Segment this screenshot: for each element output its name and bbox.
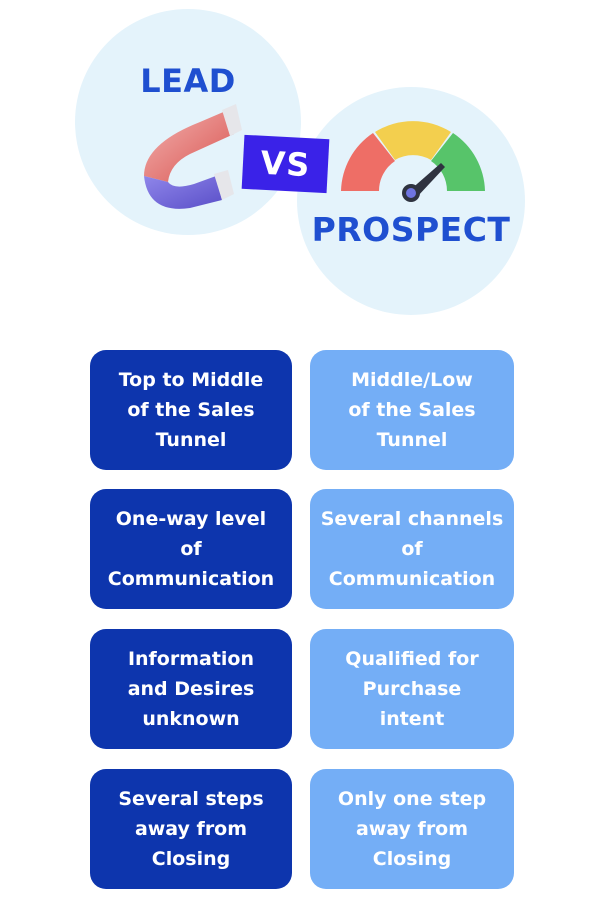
gauge-icon: [341, 121, 485, 202]
lead-card-1-text: Top to Middle of the Sales Tunnel: [118, 369, 264, 451]
prospect-card-4: Only one step away from Closing: [310, 769, 514, 889]
lead-card-2-text: One-way level of Communication: [107, 508, 275, 590]
prospect-card-2-text: Several channels of Communication: [320, 508, 504, 590]
lead-card-4: Several steps away from Closing: [90, 769, 292, 889]
lead-card-2: One-way level of Communication: [90, 489, 292, 609]
prospect-card-4-text: Only one step away from Closing: [337, 788, 487, 870]
lead-card-3: Information and Desires unknown: [90, 629, 292, 749]
prospect-card-2: Several channels of Communication: [310, 489, 514, 609]
lead-card-1: Top to Middle of the Sales Tunnel: [90, 350, 292, 470]
prospect-card-1-text: Middle/Low of the Sales Tunnel: [348, 369, 476, 451]
prospect-title: PROSPECT: [311, 210, 511, 249]
magnet-icon: [144, 104, 242, 209]
prospect-card-3-text: Qualified for Purchase intent: [345, 648, 479, 730]
lead-card-3-text: Information and Desires unknown: [127, 648, 255, 730]
prospect-card-3: Qualified for Purchase intent: [310, 629, 514, 749]
vs-badge: VS: [241, 134, 330, 194]
lead-card-4-text: Several steps away from Closing: [118, 788, 264, 870]
vs-label: VS: [259, 143, 312, 185]
lead-title: LEAD: [140, 62, 236, 100]
prospect-card-1: Middle/Low of the Sales Tunnel: [310, 350, 514, 470]
